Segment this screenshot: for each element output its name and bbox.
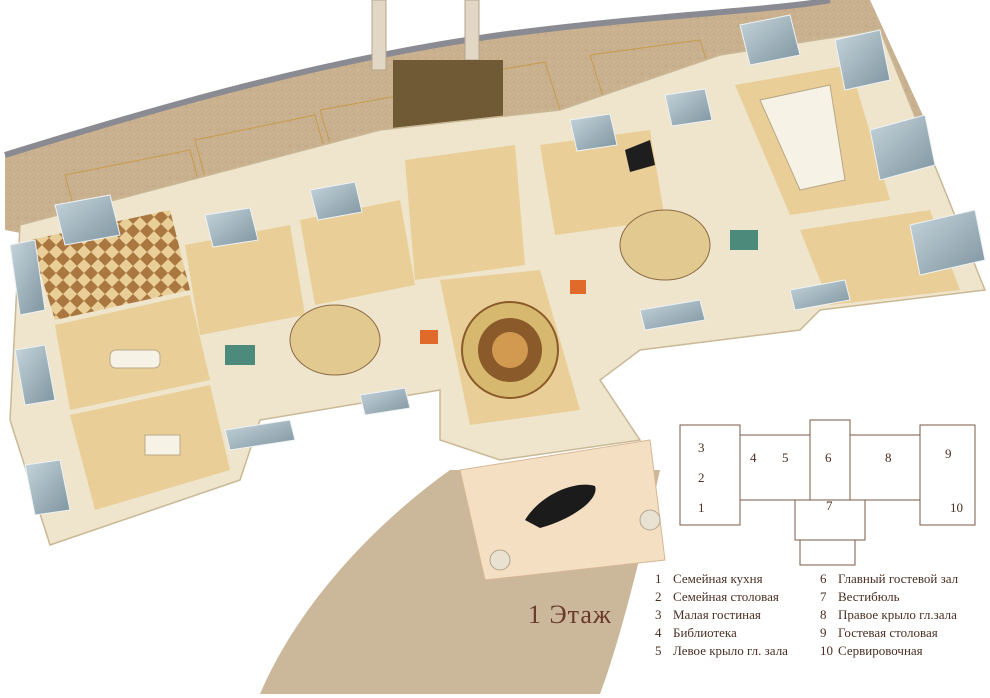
key-plan-number: 5 [782, 450, 789, 465]
legend-item: 5 Левое крыло гл. зала [655, 643, 788, 659]
legend-label: Малая гостиная [673, 607, 761, 622]
legend-label: Левое крыло гл. зала [673, 643, 788, 658]
legend-item: 4 Библиотека [655, 625, 737, 641]
kitchen-island [144, 434, 181, 456]
legend-item: 3 Малая гостиная [655, 607, 761, 623]
legend-number: 5 [655, 643, 662, 658]
piano [625, 140, 655, 172]
key-plan-number: 2 [698, 470, 705, 485]
legend-number: 7 [820, 589, 827, 604]
chimney [371, 0, 387, 71]
legend-item: 1 Семейная кухня [655, 571, 763, 587]
key-plan-number: 3 [698, 440, 705, 455]
fireplace [570, 280, 586, 294]
chimney [464, 0, 480, 61]
dining-table [109, 349, 161, 369]
legend-number: 4 [655, 625, 662, 640]
key-plan-number: 8 [885, 450, 892, 465]
key-plan-number: 9 [945, 446, 952, 461]
legend-label: Вестибюль [838, 589, 900, 604]
floor-medallion-core [492, 332, 528, 368]
column [489, 549, 511, 571]
key-plan-number: 10 [950, 500, 963, 515]
legend-label: Главный гостевой зал [838, 571, 959, 586]
legend-number: 9 [820, 625, 827, 640]
bathroom [730, 230, 758, 250]
key-plan-number: 6 [825, 450, 832, 465]
legend-number: 1 [655, 571, 662, 586]
legend-label: Библиотека [673, 625, 737, 640]
legend-item: 10 Сервировочная [820, 643, 923, 659]
key-plan-number: 7 [826, 498, 833, 513]
skylights [9, 14, 986, 516]
key-plan: 3 2 1 4 5 6 7 8 9 10 [679, 419, 976, 566]
legend-label: Семейная кухня [673, 571, 763, 586]
left-staircase [289, 304, 381, 376]
legend-number: 8 [820, 607, 827, 622]
fireplace [420, 330, 438, 344]
key-plan-number: 4 [750, 450, 757, 465]
legend-label: Правое крыло гл.зала [838, 607, 957, 622]
legend-label: Сервировочная [838, 643, 923, 658]
column [639, 509, 661, 531]
legend-number: 3 [655, 607, 662, 622]
floor-title: 1 Этаж [528, 600, 612, 629]
bathroom [225, 345, 255, 365]
legend-label: Семейная столовая [673, 589, 779, 604]
legend-number: 2 [655, 589, 662, 604]
room-floors [30, 65, 960, 510]
legend-item: 8 Правое крыло гл.зала [820, 607, 957, 623]
key-plan-number: 1 [698, 500, 705, 515]
car [525, 484, 596, 528]
legend-item: 6 Главный гостевой зал [820, 571, 958, 587]
legend-item: 7 Вестибюль [820, 589, 900, 605]
legend-item: 2 Семейная столовая [655, 589, 779, 605]
guest-dining-table [759, 84, 846, 191]
legend-number: 10 [820, 643, 833, 658]
legend-item: 9 Гостевая столовая [820, 625, 938, 641]
legend-label: Гостевая столовая [838, 625, 938, 640]
legend-number: 6 [820, 571, 827, 586]
right-staircase [619, 209, 711, 281]
